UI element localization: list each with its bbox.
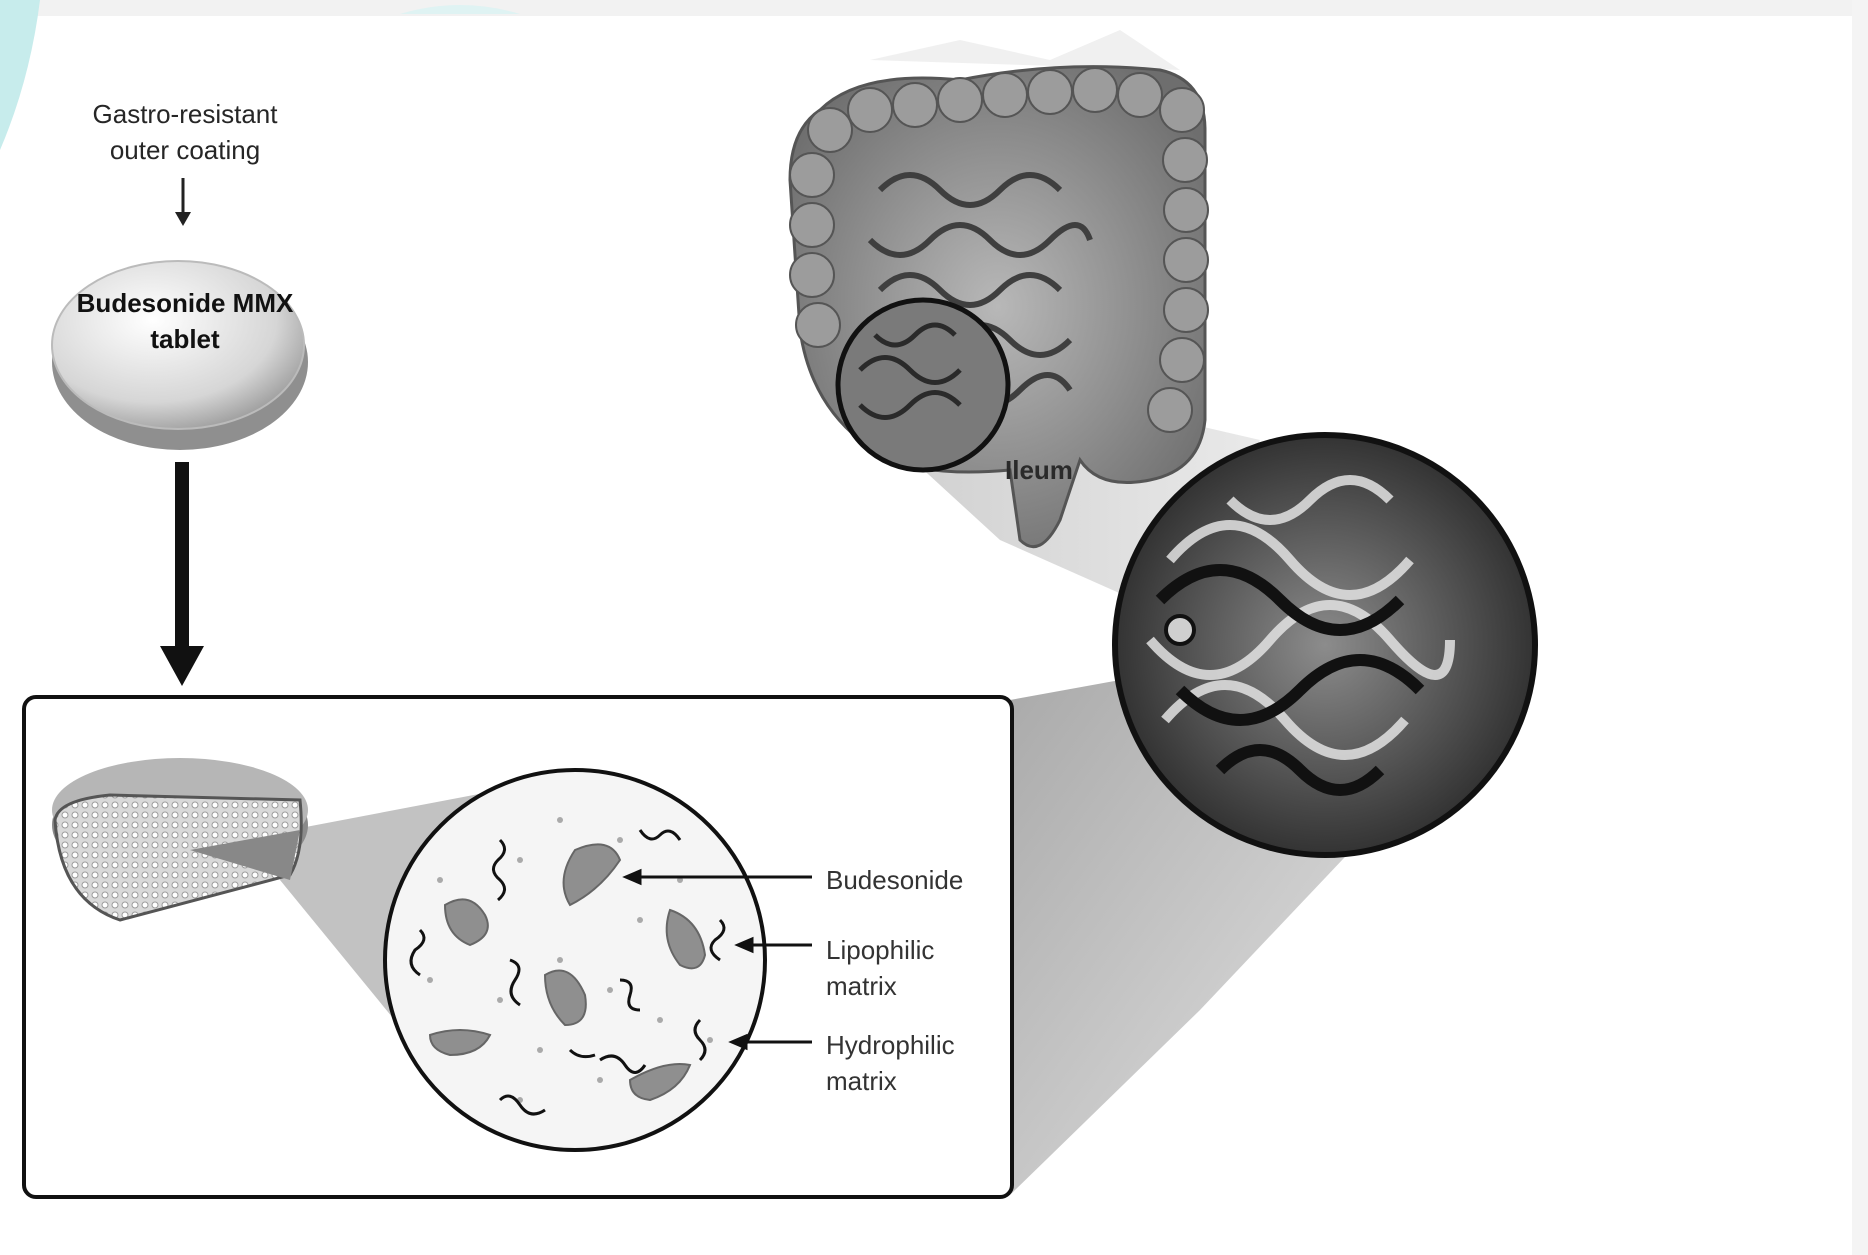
intestine-illustration xyxy=(790,30,1208,547)
hydrophilic-matrix-label: Hydrophilic matrix xyxy=(826,1027,1006,1099)
tablet-label: Budesonide MMX tablet xyxy=(60,285,310,357)
coating-arrow xyxy=(175,178,191,226)
coating-label: Gastro-resistant outer coating xyxy=(60,96,310,168)
release-arrow xyxy=(160,462,204,686)
ileum-zoom-circle xyxy=(1115,435,1535,855)
budesonide-label: Budesonide xyxy=(826,862,963,898)
ileum-label: Ileum xyxy=(1005,455,1073,486)
matrix-circle xyxy=(385,770,765,1150)
lipophilic-matrix-label: Lipophilic matrix xyxy=(826,932,986,1004)
